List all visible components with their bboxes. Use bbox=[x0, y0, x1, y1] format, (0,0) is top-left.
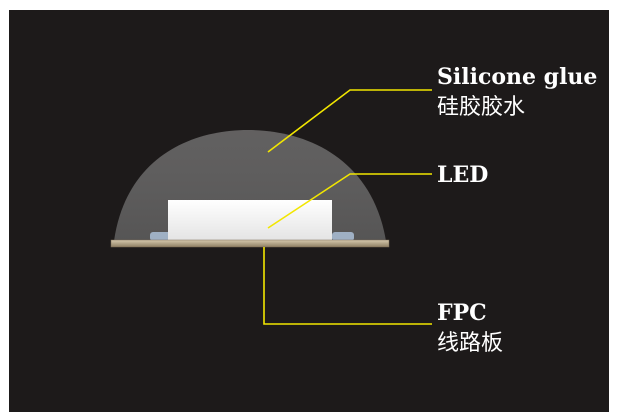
led-chip bbox=[168, 200, 332, 240]
label-fpc-zh: 线路板 bbox=[437, 331, 503, 356]
leader-line-led bbox=[267, 173, 432, 229]
leader-line-silicone bbox=[267, 89, 432, 153]
fpc-board bbox=[110, 239, 390, 248]
label-led-en: LED bbox=[437, 162, 488, 188]
solder-pad-left bbox=[150, 232, 172, 241]
label-fpc-en: FPC bbox=[437, 300, 487, 326]
label-silicone-en: Silicone glue bbox=[437, 64, 597, 90]
leader-line-fpc bbox=[263, 247, 432, 325]
label-silicone-zh: 硅胶胶水 bbox=[437, 95, 525, 120]
solder-pad-right bbox=[332, 232, 354, 241]
